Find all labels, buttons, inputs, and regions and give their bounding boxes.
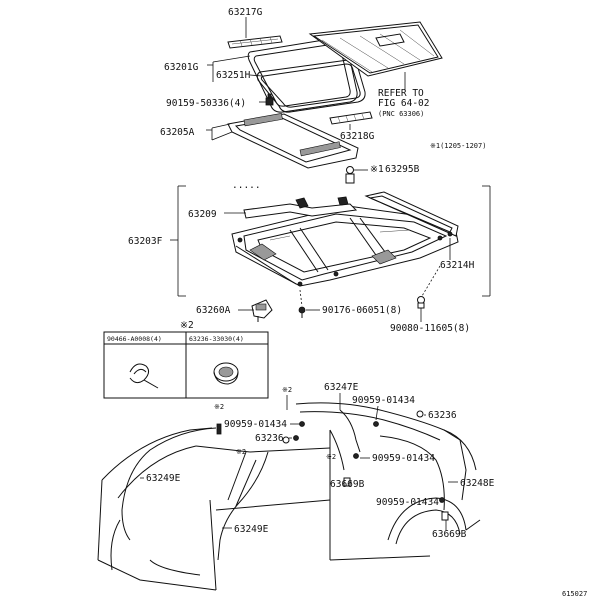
part-90159-screw — [265, 93, 274, 106]
part-sunshade — [308, 21, 443, 77]
label-63247e: 63247E — [324, 382, 359, 393]
part-63260a-motor — [251, 299, 273, 322]
label-90080-11605: 90080-11605(8) — [390, 323, 470, 334]
label-mark-2d: ※2 — [326, 453, 336, 461]
part-63205a-frame — [227, 113, 359, 169]
drain-hose-rear-right — [339, 409, 445, 511]
label-mark-2b: ※2 — [282, 386, 292, 394]
label-mark-2a: ※2 — [214, 403, 224, 411]
clip-e — [439, 497, 445, 503]
label-63236-a: 63236 — [428, 410, 457, 421]
label-small-dots: ..... — [232, 180, 261, 191]
label-63214h: 63214H — [440, 260, 475, 271]
label-63249e-a: 63249E — [146, 473, 181, 484]
clip-90466-icon — [129, 363, 159, 389]
part-63214h-rail — [364, 191, 459, 237]
clip-a — [299, 421, 305, 427]
table-col-63236-33030: 63236-33030(4) — [189, 335, 244, 343]
parts-set-table — [103, 331, 269, 399]
drain-hose-rear-left — [329, 429, 345, 471]
label-63236-b: 63236 — [255, 433, 284, 444]
grommet-63236-icon — [213, 362, 239, 385]
label-63260a: 63260A — [196, 305, 231, 316]
label-63251h: 63251H — [216, 70, 251, 81]
label-table-mark-2: ※2 — [180, 320, 194, 331]
label-90159-50336: 90159-50336(4) — [166, 98, 246, 109]
hose-end-a — [216, 423, 222, 435]
label-63295b: 63295B — [385, 164, 420, 175]
part-90080-bolt — [417, 296, 425, 309]
car-body-outline — [97, 402, 481, 591]
label-mark-1: ※1 — [370, 164, 384, 175]
clip-c — [373, 421, 379, 427]
label-mark-2c: ※2 — [236, 448, 246, 456]
drain-hose-front-left — [121, 427, 217, 541]
table-col-90466-a0008: 90466-A0008(4) — [107, 335, 162, 343]
label-63249e-b: 63249E — [234, 524, 269, 535]
part-63203f-housing — [231, 205, 459, 287]
label-63205a: 63205A — [160, 127, 195, 138]
part-63218g-strip — [329, 111, 373, 125]
label-90959-01434-b: 90959-01434 — [224, 419, 287, 430]
label-90959-01434-a: 90959-01434 — [352, 395, 415, 406]
part-90176-bolt — [298, 306, 306, 318]
label-fig-64-02: FIG 64-02 — [378, 98, 429, 109]
label-63217g: 63217G — [228, 7, 263, 18]
drain-valve-b — [441, 511, 449, 521]
label-63209: 63209 — [188, 209, 217, 220]
drain-hose-front-right — [217, 451, 269, 561]
label-63218g: 63218G — [340, 131, 375, 142]
label-63669b-b: 63669B — [432, 529, 467, 540]
clip-b — [293, 435, 299, 441]
label-63201g: 63201G — [164, 62, 199, 73]
label-refer-to: REFER TO — [378, 88, 424, 99]
grommet-b — [282, 436, 290, 444]
label-63248e: 63248E — [460, 478, 495, 489]
part-63217g-strip — [227, 35, 283, 49]
part-63209-rail — [243, 196, 358, 219]
part-63295b — [345, 166, 355, 184]
label-note-1205-1207: ※1(1205-1207) — [430, 142, 486, 150]
grommet-a — [416, 410, 424, 418]
label-pnc-63306: (PNC 63306) — [378, 110, 424, 118]
label-63669b-a: 63669B — [330, 479, 365, 490]
label-90959-01434-d: 90959-01434 — [376, 497, 439, 508]
label-90959-01434-c: 90959-01434 — [372, 453, 435, 464]
label-90176-06051: 90176-06051(8) — [322, 305, 402, 316]
figure-id: 615027 — [562, 590, 587, 598]
label-63203f: 63203F — [128, 236, 163, 247]
clip-d — [353, 453, 359, 459]
